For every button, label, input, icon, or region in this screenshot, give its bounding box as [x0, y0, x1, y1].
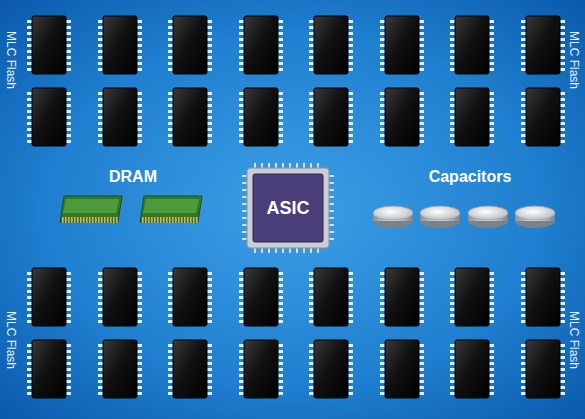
flash-chip: [239, 88, 283, 146]
flash-chip: [450, 16, 494, 74]
capacitor: [373, 206, 413, 228]
flash-chip: [98, 268, 142, 326]
flash-chip: [98, 16, 142, 74]
flash-chip: [521, 268, 565, 326]
flash-chip: [309, 88, 353, 146]
flash-chip: [98, 88, 142, 146]
flash-chip: [309, 16, 353, 74]
flash-chip: [168, 340, 212, 398]
flash-chip: [239, 16, 283, 74]
flash-chip: [27, 340, 71, 398]
flash-chip: [168, 268, 212, 326]
flash-label: MLC Flash: [567, 311, 581, 369]
flash-chip: [239, 268, 283, 326]
flash-chip: [380, 16, 424, 74]
flash-chip: [168, 16, 212, 74]
flash-label: MLC Flash: [4, 311, 18, 369]
flash-chip: [450, 268, 494, 326]
capacitor: [420, 206, 460, 228]
dram-label: DRAM: [109, 168, 157, 186]
capacitor: [468, 206, 508, 228]
dram-module: [140, 196, 202, 223]
flash-chip: [309, 268, 353, 326]
flash-chip: [521, 88, 565, 146]
flash-chip: [380, 88, 424, 146]
flash-chip: [239, 340, 283, 398]
flash-chip: [380, 340, 424, 398]
flash-label: MLC Flash: [567, 31, 581, 89]
flash-chip: [98, 340, 142, 398]
flash-chip: [450, 88, 494, 146]
flash-chip: [168, 88, 212, 146]
flash-chip: [380, 268, 424, 326]
capacitors-label: Capacitors: [429, 168, 512, 186]
flash-chip: [521, 16, 565, 74]
flash-chip: [27, 268, 71, 326]
flash-chip: [450, 340, 494, 398]
asic-chip: ASIC: [242, 163, 334, 253]
flash-chip: [521, 340, 565, 398]
capacitor: [515, 206, 555, 228]
dram-module: [60, 196, 122, 223]
flash-chip: [309, 340, 353, 398]
chip-label: ASIC: [266, 198, 309, 219]
flash-label: MLC Flash: [4, 31, 18, 89]
flash-chip: [27, 16, 71, 74]
flash-chip: [27, 88, 71, 146]
flash-chips: [27, 16, 565, 398]
capacitors: [373, 206, 555, 228]
